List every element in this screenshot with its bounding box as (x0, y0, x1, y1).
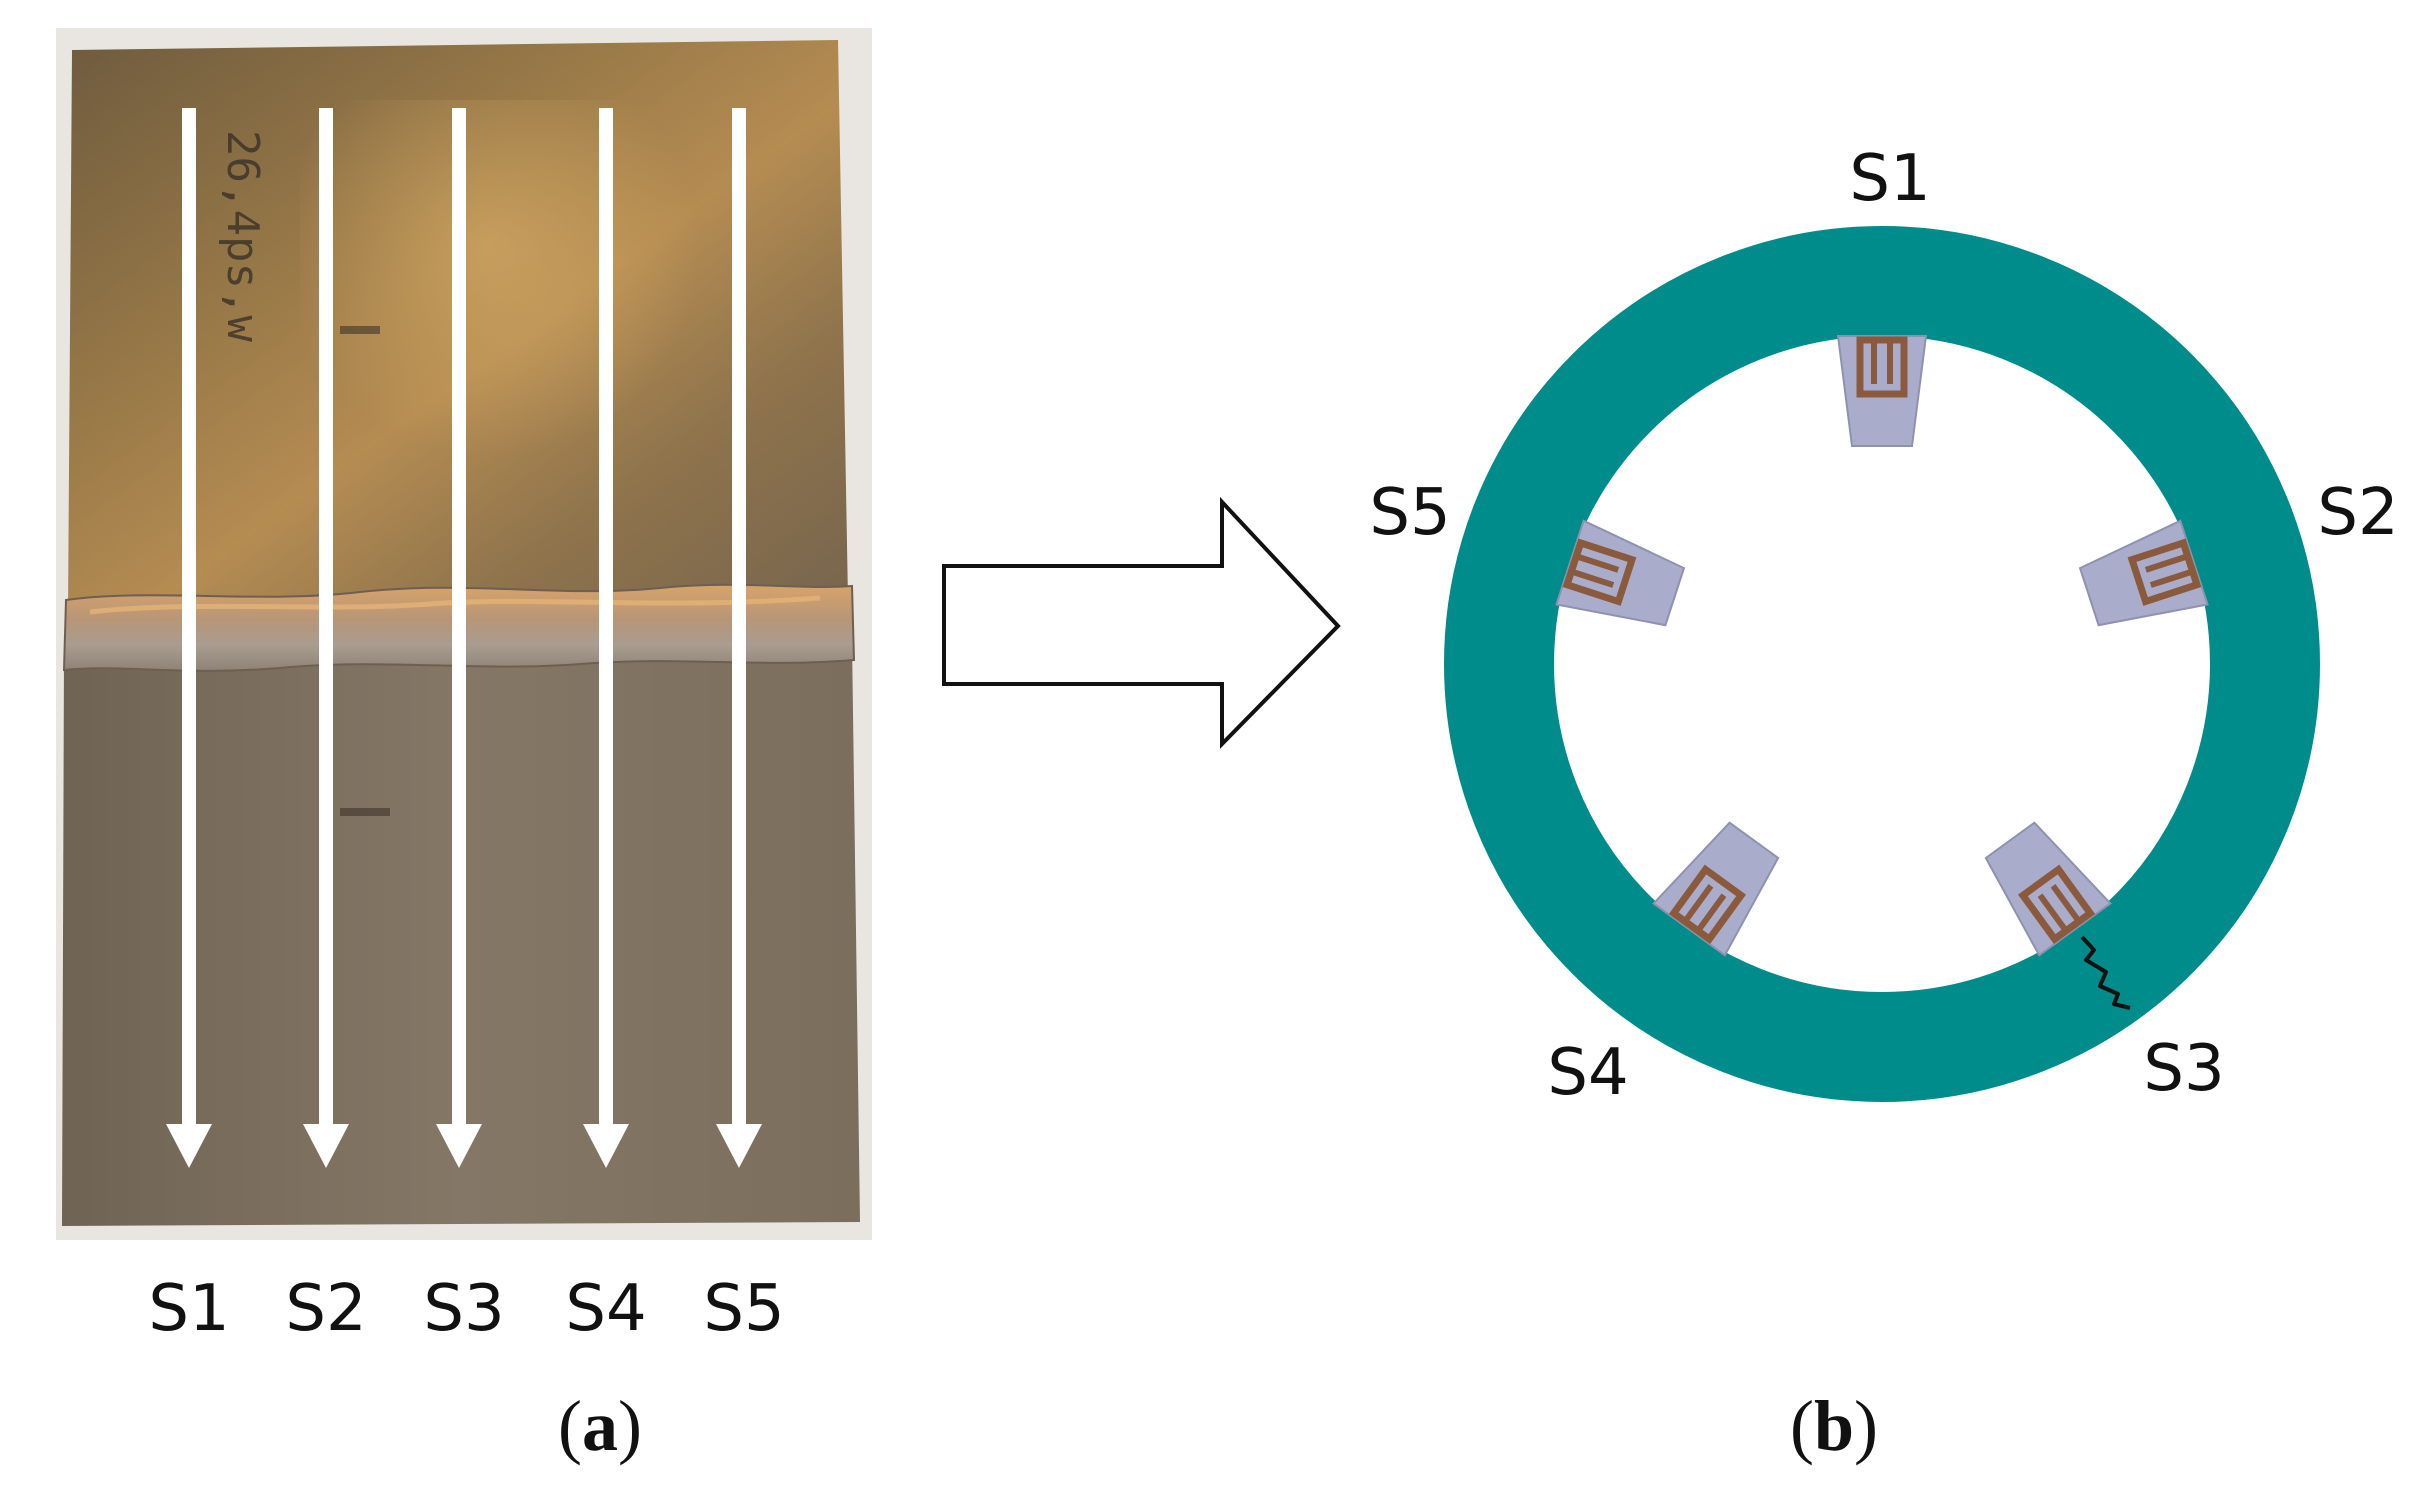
panel-b: S1 S2 S3 S4 S5 (b) (1369, 142, 2398, 1466)
arrow-down-icon (583, 108, 629, 1168)
sensor-3 (1984, 821, 2112, 957)
plate-stamp-text: 26,4ps,w (217, 130, 268, 342)
arrow-down-icon (716, 108, 762, 1168)
sensor-labels: S1 S2 S3 S4 S5 (1369, 142, 2398, 1110)
crack-icon (2080, 935, 2131, 1010)
sensor-label-s2: S2 (2317, 476, 2398, 550)
strip-label-s2: S2 (285, 1272, 366, 1346)
electrode-icon (1668, 864, 1746, 944)
sensor-label-s3: S3 (2143, 1032, 2224, 1106)
sensor-2 (2078, 519, 2209, 627)
electrode-icon (1856, 336, 1908, 398)
sensor-label-s1: S1 (1849, 142, 1930, 216)
arrow-down-icon (436, 108, 482, 1168)
pipe-ring (1444, 226, 2320, 1102)
caption-a: (a) (558, 1386, 642, 1466)
strip-label-s4: S4 (565, 1272, 646, 1346)
strip-label-s5: S5 (703, 1272, 784, 1346)
panel-a: 26,4ps,w (56, 28, 872, 1466)
arrow-down-icon (303, 108, 349, 1168)
electrode-icon (2018, 864, 2096, 944)
sensor-group (1555, 335, 2209, 957)
arrow-right-hollow-icon (942, 496, 1341, 749)
electrode-icon (1562, 538, 1637, 606)
strip-label-s1: S1 (148, 1272, 229, 1346)
strip-labels: S1 S2 S3 S4 S5 (148, 1272, 784, 1346)
sensor-label-s4: S4 (1547, 1036, 1628, 1110)
caption-b: (b) (1790, 1386, 1878, 1466)
sensor-4 (1652, 821, 1780, 957)
sensor-label-s5: S5 (1369, 476, 1450, 550)
electrode-icon (2127, 538, 2202, 606)
arrow-down-icon (166, 108, 212, 1168)
sensor-1 (1836, 335, 1928, 447)
sensor-5 (1555, 519, 1686, 627)
strip-label-s3: S3 (423, 1272, 504, 1346)
strip-arrows (166, 108, 762, 1168)
